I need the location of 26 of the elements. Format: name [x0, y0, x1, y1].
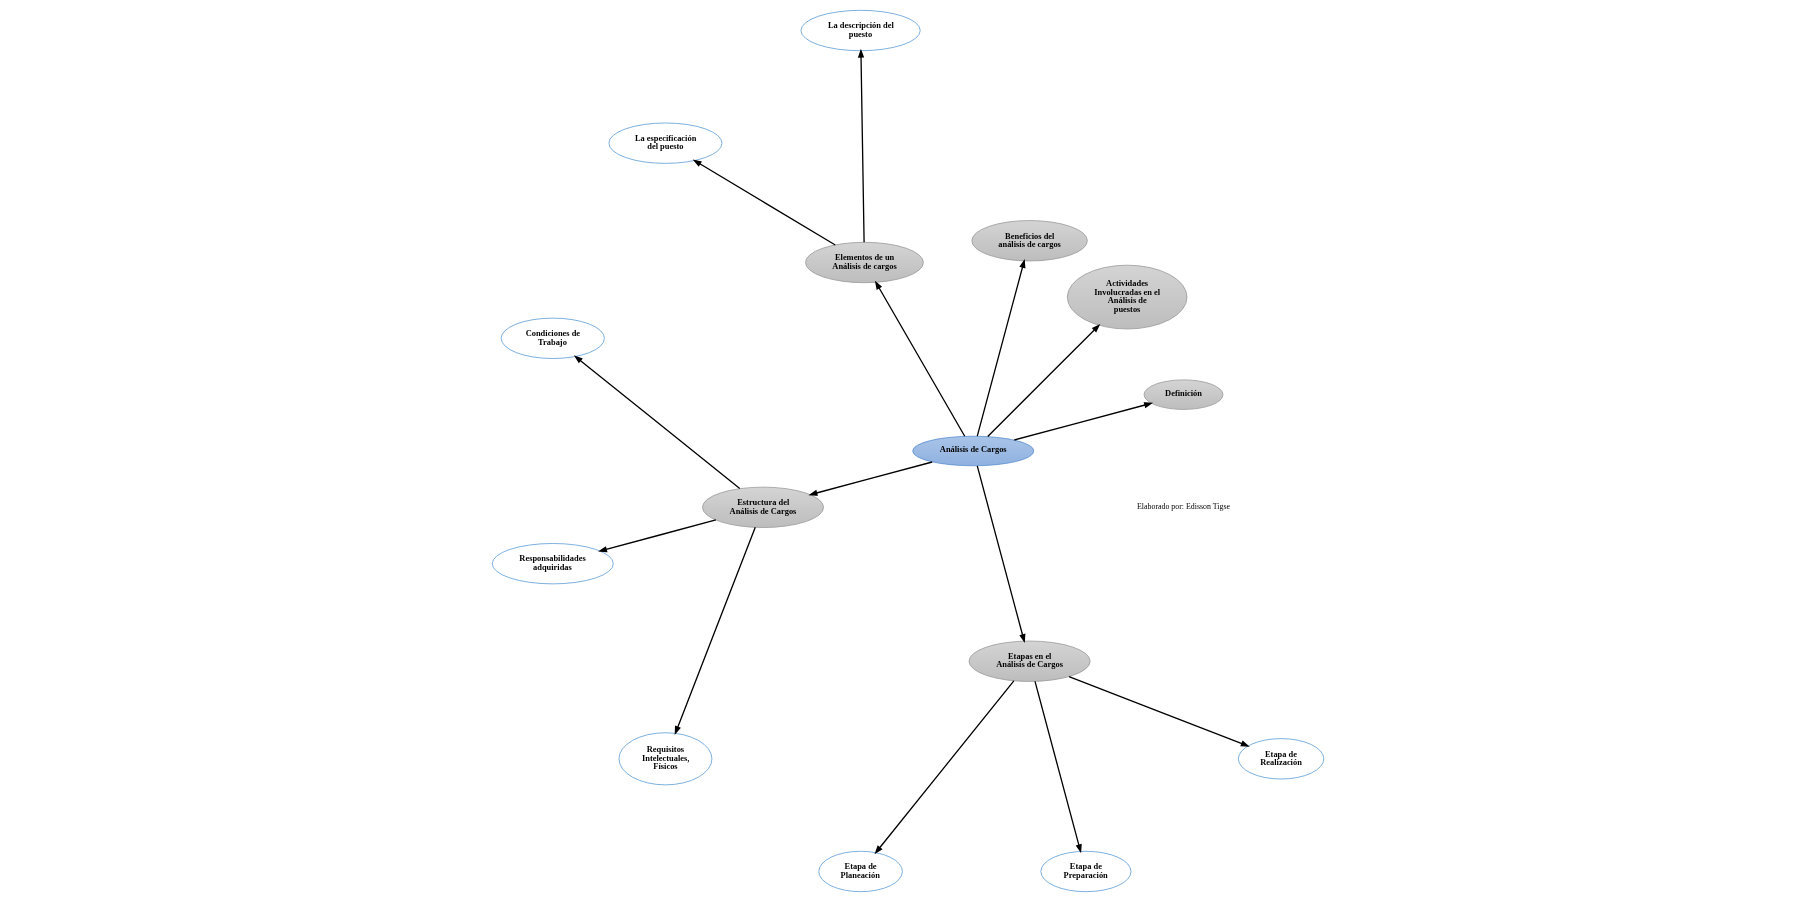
- arrow: [986, 324, 1100, 438]
- node-ellipse: Análisis de Cargos: [911, 435, 1034, 467]
- node-ellipse: Etapa de Preparación: [1039, 850, 1131, 893]
- arrow: [692, 159, 836, 246]
- node-ellipse: Condiciones de Trabajo: [500, 317, 605, 359]
- label: Elaborado por: Edisson Tigse: [1136, 502, 1230, 512]
- arrow: [857, 48, 865, 243]
- node-ellipse: La descripción del puesto: [800, 9, 921, 52]
- node-ellipse: Etapa de Planeación: [817, 850, 903, 893]
- arrow: [573, 355, 740, 490]
- arrow: [874, 280, 965, 437]
- arrow: [1033, 680, 1082, 854]
- arrow: [807, 461, 933, 496]
- arrow: [597, 519, 716, 553]
- node-ellipse: Requisitos Intelectuales, Físicos: [618, 732, 712, 786]
- arrow: [976, 258, 1025, 437]
- node-ellipse: Elementos de un Análisis de cargos: [804, 241, 924, 284]
- node-ellipse: Actividades Involucradas en el Análisis de puestos: [1066, 264, 1187, 330]
- arrow: [674, 526, 756, 736]
- arrow: [1013, 402, 1153, 441]
- arrow: [874, 680, 1014, 855]
- node-ellipse: Etapas en el Análisis de Cargos: [968, 640, 1091, 682]
- arrow: [1067, 675, 1250, 747]
- arrow: [976, 465, 1025, 644]
- node-ellipse: La especificación del puesto: [608, 122, 722, 164]
- node-ellipse: Beneficios del análisis de cargos: [970, 220, 1088, 262]
